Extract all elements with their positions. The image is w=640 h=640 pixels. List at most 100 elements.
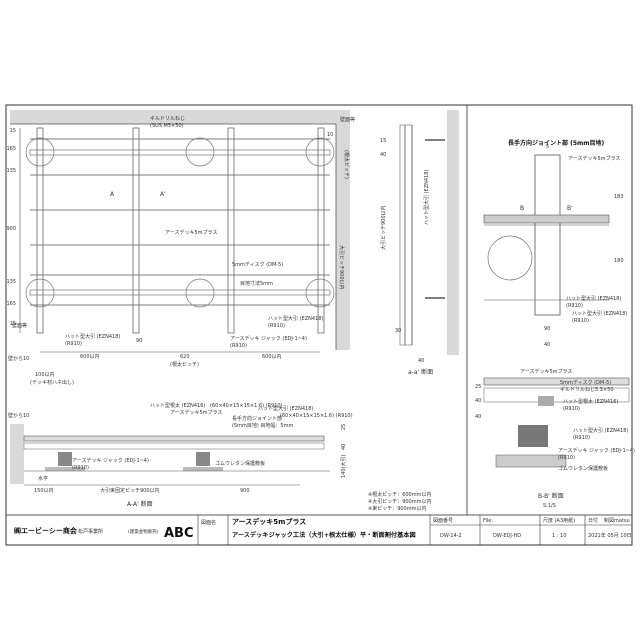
joint-deck-label: アースデッキ5mプラス <box>568 155 620 162</box>
pitch-notes: ※根太ピッチ：600mm以内 ※大引ピッチ：900mm以内 ※束ピッチ：900m… <box>368 491 431 512</box>
a-dim-40: 40 <box>418 358 424 364</box>
section-a-prime: 大引ピッチ900以内 ハット型大引 (EZN418) 15 40 30 40 a… <box>380 110 459 376</box>
tb-drawing-no: DW-14-2 <box>440 533 462 539</box>
bb-left-dim-2: 40 <box>475 414 481 420</box>
aa-hat-spec-1: (60×40×15×15×1.6) (R910) <box>210 403 283 409</box>
screw-spec: (SUS M5×50) <box>150 123 184 129</box>
hat-left-label: ハット型大引 (EZN418) <box>65 333 120 340</box>
aa-hat-label-2: ハット型大引 (EZN418) <box>258 405 313 412</box>
joint-dim-5: 5 <box>546 144 549 150</box>
joint-section-b: B <box>520 205 524 212</box>
joint-section-b2: B' <box>567 205 573 212</box>
sheet-border <box>5 104 633 546</box>
title-block: ㈱エービーシー商会 松戸事業所 (建築金物販売) ABC 図面名 アースデッキ5… <box>5 514 633 546</box>
joint-dim-180: 180 <box>614 258 624 264</box>
dim-603: 600以内 <box>80 353 100 360</box>
aa-wall-dim: 壁から10 <box>8 412 29 419</box>
deck-label: アースデッキ5mプラス <box>165 229 217 236</box>
a-side-dim-0: 15 <box>380 138 386 144</box>
a-caption: a-a' 断面 <box>408 368 433 376</box>
aa-right-dim-0: 25 <box>341 424 347 430</box>
tb-scale-label: 尺度 (A3用紙) <box>543 517 575 524</box>
joint-title: 長手方向ジョイント部 (5mm目地) <box>508 139 605 147</box>
tb-brand-tagline: (建築金物販売) <box>128 528 159 535</box>
tb-company-sub: 松戸事業所 <box>78 528 103 535</box>
bb-hat-beam: ハット型大引 (EZN418) <box>573 427 628 434</box>
bb-jack-code: (R910) <box>558 455 575 461</box>
aa-caption: A-A' 断面 <box>127 500 153 508</box>
wall-bottom-label: 壁面等 <box>12 322 27 329</box>
dim-620: 620 <box>180 354 190 360</box>
aa-water-label: 水平 <box>38 475 48 482</box>
section-aa: 壁から10 ハット型根太 (EZN416) (60×40×15×15×1.6) … <box>8 402 353 508</box>
bb-disc-label: 5mmディスク (DM-5) <box>560 379 611 386</box>
tb-product-name: アースデッキ5mプラス <box>232 517 306 526</box>
disc-note: 目地寸法5mm <box>240 280 273 287</box>
joint-dim-40: 40 <box>544 342 550 348</box>
wall-hatch-right <box>336 110 350 350</box>
bb-rubber-label: ゴムウレタン保護敷板 <box>558 465 608 472</box>
screw-label: ギルドリルねじ <box>150 116 185 122</box>
wall-top-label: 壁面等 <box>340 116 355 123</box>
bb-jack-label: アースデッキ ジャック (EDJ-1~4) <box>558 447 635 454</box>
tb-scale-value: 1 : 10 <box>552 533 566 539</box>
detail-joint: 長手方向ジョイント部 (5mm目地) アースデッキ5mプラス B B' 183 … <box>483 139 627 348</box>
joint-hat-left-code: (R910) <box>566 303 583 309</box>
aa-dim-900: 900 <box>240 488 250 494</box>
hat-right-code: (R910) <box>268 323 285 329</box>
joist-label: 大引ピッチ900以内 <box>338 245 345 290</box>
wall-dim: 壁から10 <box>8 355 29 362</box>
joint-dim-90: 90 <box>544 326 550 332</box>
aa-rubber-label: ゴムウレタン保護敷板 <box>215 460 265 467</box>
bb-hat-joist-code: (R910) <box>563 406 580 412</box>
aa-joint-label: 長手方向ジョイント部 <box>232 415 282 422</box>
section-bb: アースデッキ5mプラス 5mmディスク (DM-5) ギルドリルねじ5.3×50… <box>475 368 635 509</box>
section-a2: A' <box>160 191 166 198</box>
dim-left-1: 165 <box>6 146 16 152</box>
joint-dim-183: 183 <box>614 194 624 200</box>
dim-left-3: 900 <box>6 226 16 232</box>
aa-joint-note: (5mm目地) 目地幅：5mm <box>232 422 293 429</box>
dim-left-2: 135 <box>6 168 16 174</box>
bb-left-dim-0: 25 <box>475 384 481 390</box>
tb-drawn-value: matsu <box>614 518 630 524</box>
tb-drawing-name-label: 図面名 <box>201 519 216 526</box>
pitch-caption: (根太ピッチ) <box>170 361 199 368</box>
plan-view: 15 165 135 900 135 165 15 壁面等 壁面等 10 ギルド… <box>6 110 355 386</box>
tb-drawn-label: 制図 <box>604 517 614 524</box>
tb-file-value: DW-EDJ-HD <box>493 533 521 539</box>
a-vertical-label: 大引ピッチ900以内 <box>380 205 387 250</box>
tb-file-label: File: <box>483 518 493 524</box>
bb-hat-beam-code: (R910) <box>573 435 590 441</box>
joint-hat-left: ハット型大引 (EZN418) <box>566 295 621 302</box>
aa-hat-spec-2: (60×40×15×15×1.6) (R910) <box>280 413 353 419</box>
section-a: A <box>110 191 115 198</box>
tb-drawing-title: アースデッキジャック工法（大引+根太仕様）平・断面割付基本図 <box>232 531 416 539</box>
aa-right-dim-2: 140(大引) <box>340 455 347 478</box>
bb-hat-joist: ハット型根太 (EZN416) <box>563 398 618 405</box>
dim-left-0: 15 <box>10 128 16 134</box>
joint-hat-right: ハット型大引 (EZN418) <box>572 310 627 317</box>
dim-600b: 600以内 <box>262 353 282 360</box>
bb-left-dim-1: 40 <box>475 398 481 404</box>
dim-90: 90 <box>136 338 142 344</box>
disc-label: 5mmディスク (DM-5) <box>232 261 283 268</box>
a-side-dim-1: 40 <box>380 152 386 158</box>
pitch-note-1: ※大引ピッチ：900mm以内 <box>368 498 431 505</box>
deck-over: 100以内 <box>35 371 55 378</box>
jack-code: (R910) <box>230 343 247 349</box>
deck-over-note: (デッキ材ハネ出し) <box>30 379 74 386</box>
wall-hatch-top <box>10 110 350 124</box>
pitch-note-2: ※束ピッチ：900mm以内 <box>368 505 426 512</box>
jack-label: アースデッキ ジャック (EDJ-1~4) <box>230 335 307 342</box>
gap-note: (根太ピッチ) <box>343 150 350 179</box>
a-hat-label: ハット型大引 (EZN418) <box>423 170 430 225</box>
joint-hat-right-code: (R910) <box>572 318 589 324</box>
bb-deck-label: アースデッキ5mプラス <box>520 368 572 375</box>
dim-left-6: 15 <box>10 321 16 327</box>
bb-screw-label: ギルドリルねじ5.3×50 <box>560 387 614 393</box>
bb-caption: B-B' 断面 <box>538 492 564 500</box>
a-dim-30: 30 <box>395 328 401 334</box>
tb-date-label: 日付 <box>588 517 598 524</box>
